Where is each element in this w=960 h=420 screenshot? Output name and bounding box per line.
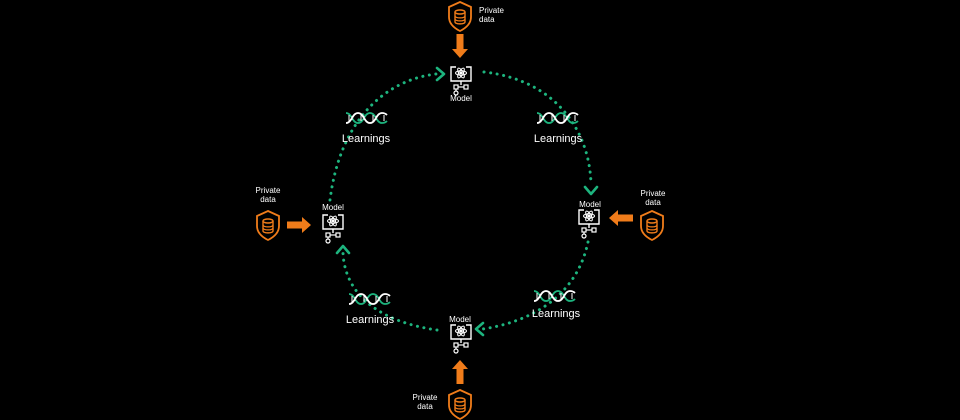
model-left-label: Model (322, 203, 344, 212)
model-bottom-label: Model (449, 315, 471, 324)
private-data-left-label: Private data (255, 186, 281, 205)
model-top-icon (450, 66, 472, 96)
dna-bottom-right-icon (533, 290, 576, 302)
dna-top-left-icon (345, 112, 388, 124)
database-shield-bottom-icon (448, 389, 472, 420)
cycle-arrowhead-bottom-icon (474, 321, 485, 337)
database-shield-right-icon (640, 210, 664, 241)
private-data-bottom-label: Private data (412, 393, 438, 412)
private-data-top-label: Private data (479, 6, 504, 25)
database-shield-top-icon (448, 1, 472, 32)
cycle-arc-top-right (482, 70, 593, 187)
cycle-arc-bottom-left (341, 251, 439, 332)
cycle-arc-bottom-right (481, 240, 590, 331)
model-bottom-icon (450, 324, 472, 354)
model-top-label: Model (450, 94, 472, 103)
model-right-icon (578, 209, 600, 239)
model-right-label: Model (579, 200, 601, 209)
data-arrow-left-icon (287, 217, 311, 233)
learnings-bottom-left-label: Learnings (345, 314, 395, 326)
learnings-bottom-right-label: Learnings (531, 308, 581, 320)
model-left-icon (322, 214, 344, 244)
cycle-arrowhead-left-icon (335, 244, 351, 255)
data-arrow-top-icon (452, 34, 468, 58)
cycle-arrowhead-right-icon (583, 185, 599, 196)
learnings-top-right-label: Learnings (533, 133, 583, 145)
database-shield-left-icon (256, 210, 280, 241)
dna-bottom-left-icon (348, 293, 391, 305)
private-data-right-label: Private data (640, 189, 666, 208)
data-arrow-bottom-icon (452, 360, 468, 384)
cycle-arrowhead-top-icon (435, 66, 446, 82)
learnings-top-left-label: Learnings (341, 133, 391, 145)
cycle-arc-top-left (328, 72, 438, 202)
data-arrow-right-icon (609, 210, 633, 226)
